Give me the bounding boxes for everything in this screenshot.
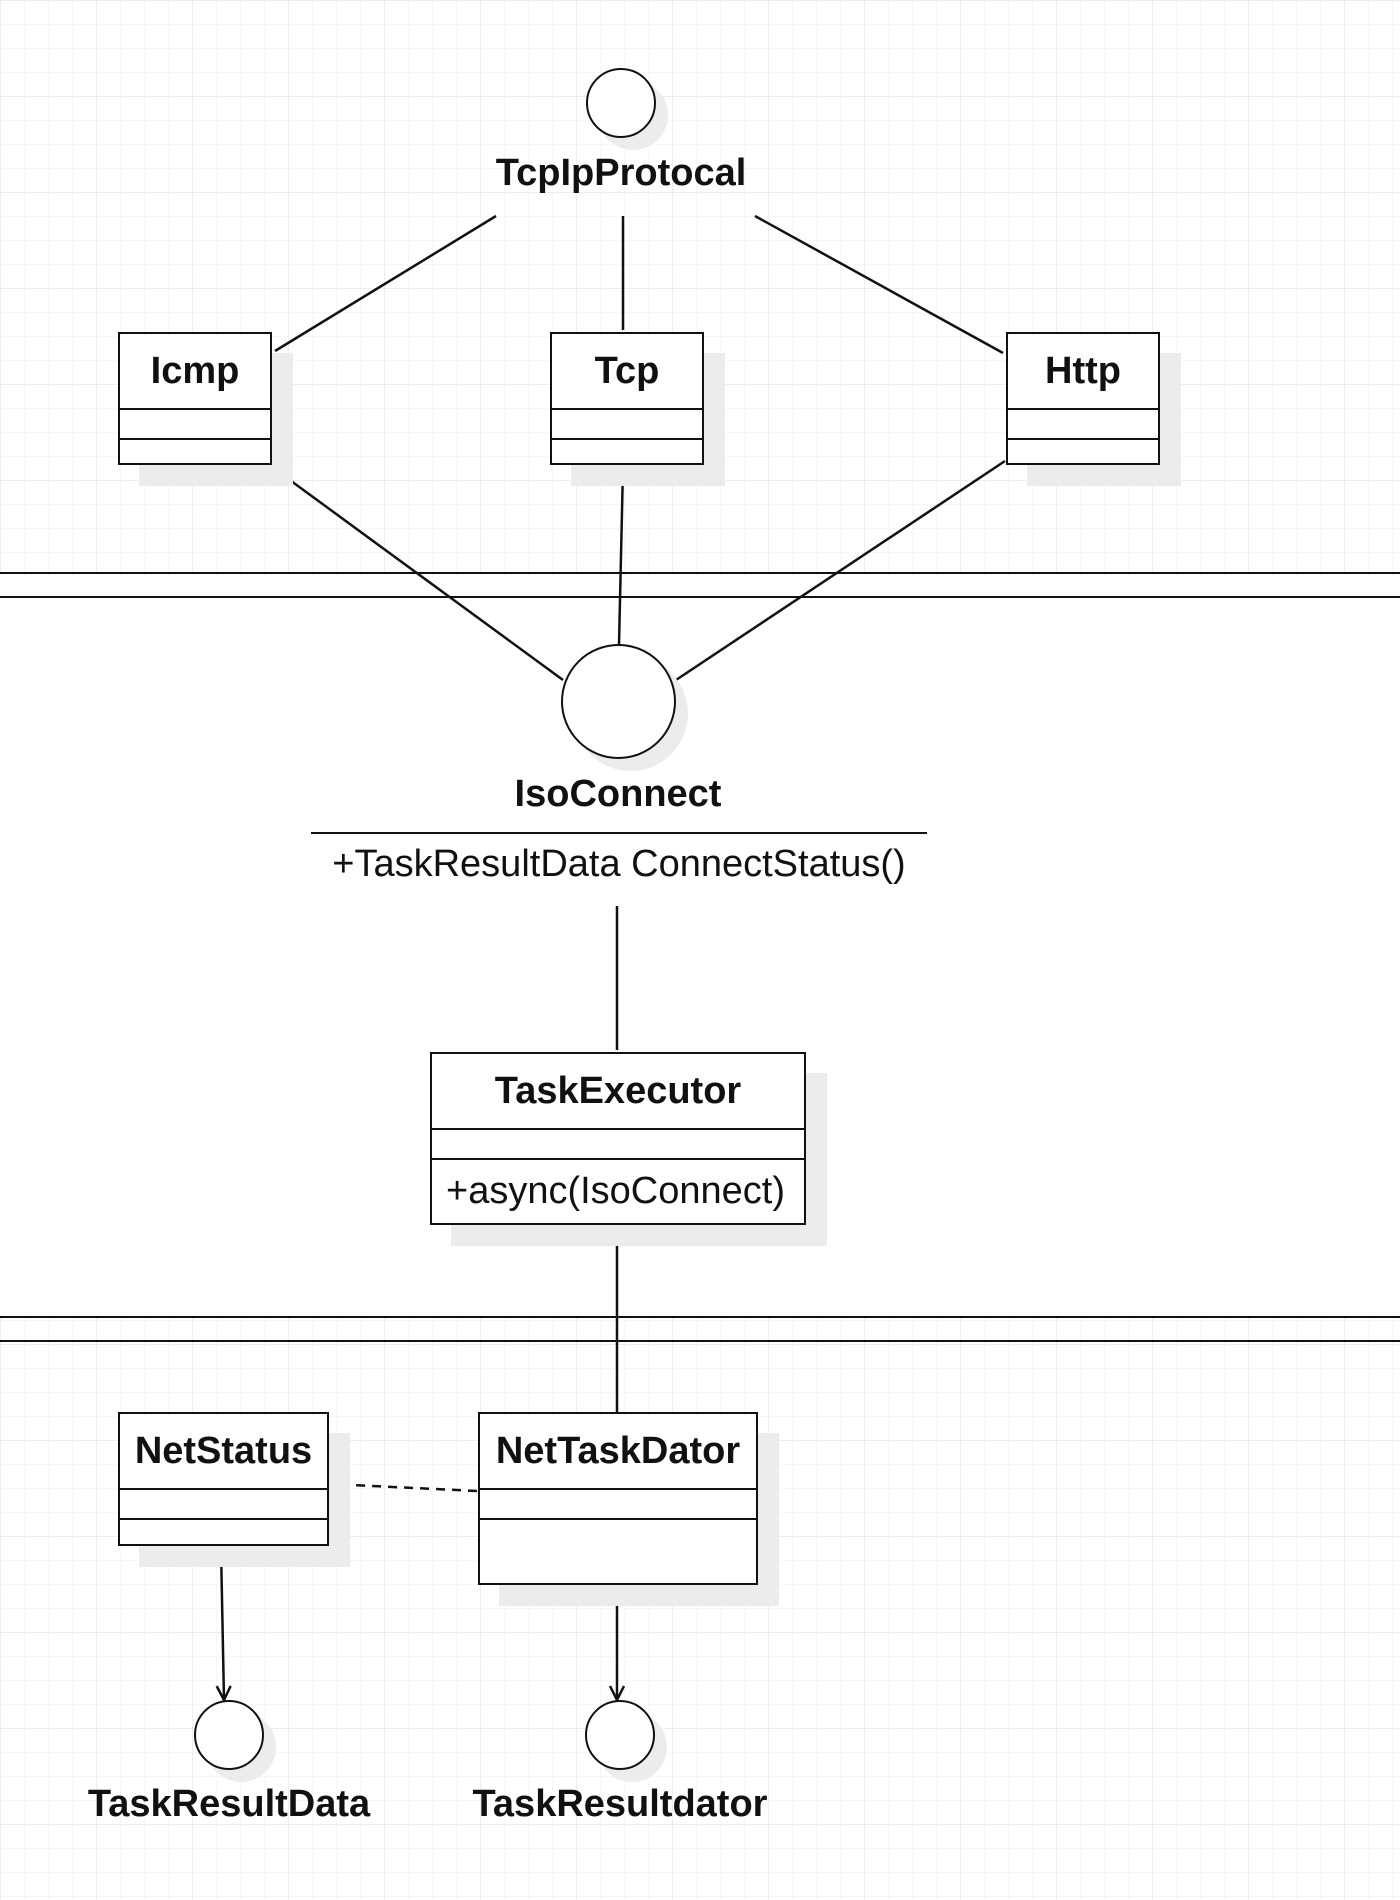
class-icmp[interactable]: Icmp bbox=[118, 332, 272, 465]
class-name: Icmp bbox=[120, 334, 270, 410]
class-netstatus[interactable]: NetStatus bbox=[118, 1412, 329, 1546]
class-tcp[interactable]: Tcp bbox=[550, 332, 704, 465]
line-tcpip-http bbox=[754, 214, 1004, 355]
dependency-nettaskdator-netstatus bbox=[330, 1484, 478, 1491]
class-attributes bbox=[432, 1130, 804, 1160]
isoconnect-label: IsoConnect bbox=[514, 773, 722, 815]
line-tcpip-icmp bbox=[274, 214, 497, 353]
class-name: NetTaskDator bbox=[480, 1414, 756, 1490]
class-name: NetStatus bbox=[120, 1414, 327, 1490]
taskresultdator-interface-icon[interactable] bbox=[585, 1700, 655, 1770]
line-http-isoconnect bbox=[675, 459, 1006, 682]
class-name: Tcp bbox=[552, 334, 702, 410]
taskresultdata-label: TaskResultData bbox=[87, 1783, 371, 1825]
isoconnect-interface-icon[interactable] bbox=[561, 644, 676, 759]
class-nettaskdator[interactable]: NetTaskDator bbox=[478, 1412, 758, 1585]
layer-separator-bottom-1 bbox=[0, 1316, 1400, 1318]
class-operations: +async(IsoConnect) bbox=[446, 1170, 785, 1212]
isoconnect-divider bbox=[311, 832, 927, 834]
class-operations bbox=[480, 1520, 756, 1583]
class-operations bbox=[552, 440, 702, 463]
layer-separator-top-1 bbox=[0, 572, 1400, 574]
layer-separator-bottom-2 bbox=[0, 1340, 1400, 1342]
tcpipprotocal-label: TcpIpProtocal bbox=[495, 152, 747, 194]
class-attributes bbox=[120, 1490, 327, 1520]
taskresultdator-label: TaskResultdator bbox=[472, 1783, 768, 1825]
tcpipprotocal-interface-icon[interactable] bbox=[586, 68, 656, 138]
class-name: Http bbox=[1008, 334, 1158, 410]
line-netstatus-taskresultdata bbox=[221, 1547, 224, 1700]
class-name: TaskExecutor bbox=[432, 1054, 804, 1130]
class-operations bbox=[1008, 440, 1158, 463]
class-operations bbox=[120, 1520, 327, 1544]
line-tcp-isoconnect bbox=[617, 466, 625, 646]
isoconnect-operation: +TaskResultData ConnectStatus() bbox=[332, 843, 906, 885]
class-attributes bbox=[480, 1490, 756, 1520]
class-attributes bbox=[120, 410, 270, 440]
class-attributes bbox=[552, 410, 702, 440]
class-http[interactable]: Http bbox=[1006, 332, 1160, 465]
class-operations bbox=[120, 440, 270, 463]
class-taskexecutor[interactable]: TaskExecutor +async(IsoConnect) bbox=[430, 1052, 806, 1225]
taskresultdata-interface-icon[interactable] bbox=[194, 1700, 264, 1770]
layer-separator-top-2 bbox=[0, 596, 1400, 598]
class-attributes bbox=[1008, 410, 1158, 440]
